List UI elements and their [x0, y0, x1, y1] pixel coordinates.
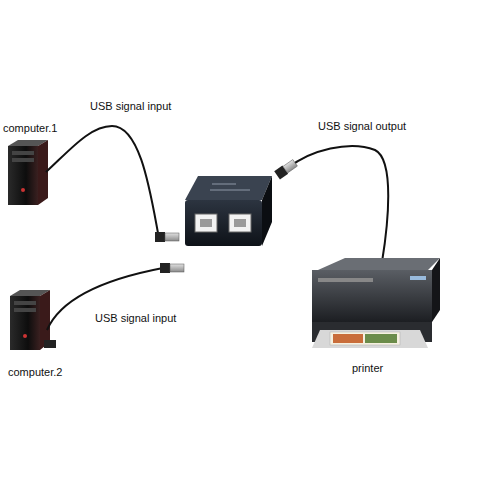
device-label: printer [352, 362, 383, 375]
device-name: computer.1 [3, 122, 57, 135]
usb-switch-box [185, 176, 272, 246]
device-name: printer [352, 362, 383, 375]
device-label: computer.1 [3, 122, 57, 135]
device-label: computer.2 [8, 366, 62, 379]
device-name: computer.2 [8, 366, 62, 379]
usb-plug [155, 159, 386, 273]
signal-label: USB signal input [95, 312, 176, 325]
computer-tower [8, 140, 48, 205]
signal-label: USB signal output [318, 120, 406, 133]
printer-illustration [312, 258, 440, 348]
computer-tower [10, 290, 56, 350]
signal-label: USB signal input [90, 100, 171, 113]
